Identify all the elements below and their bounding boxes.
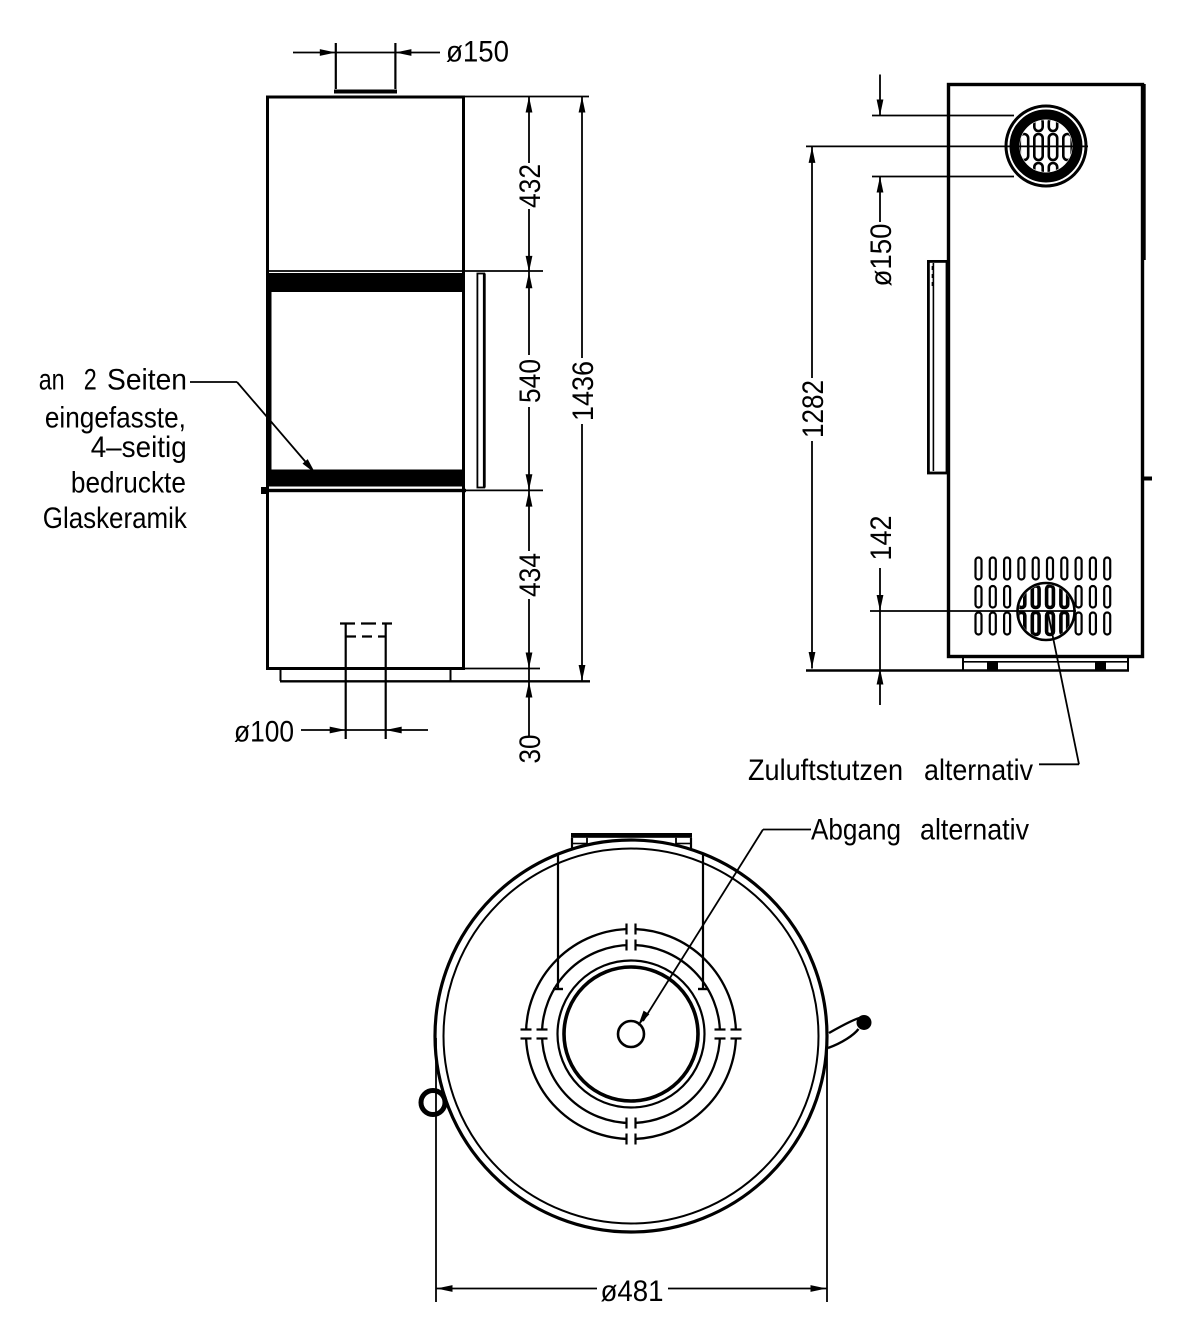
svg-text:Glaskeramik: Glaskeramik xyxy=(43,502,187,535)
svg-text:ø100: ø100 xyxy=(234,716,294,749)
svg-text:Seiten: Seiten xyxy=(107,363,187,396)
svg-text:ø481: ø481 xyxy=(601,1275,664,1308)
svg-text:142: 142 xyxy=(865,516,898,561)
svg-text:540: 540 xyxy=(514,359,547,403)
svg-text:ø150: ø150 xyxy=(446,36,509,69)
svg-text:4–seitig: 4–seitig xyxy=(91,431,187,464)
svg-text:alternativ: alternativ xyxy=(924,754,1033,787)
svg-text:Zuluftstutzen: Zuluftstutzen xyxy=(748,754,903,787)
svg-text:2: 2 xyxy=(84,363,97,396)
svg-text:Abgang: Abgang xyxy=(811,814,901,847)
svg-text:alternativ: alternativ xyxy=(920,814,1029,847)
svg-text:an: an xyxy=(39,363,65,396)
svg-text:434: 434 xyxy=(514,553,547,597)
svg-text:ø150: ø150 xyxy=(865,224,898,287)
svg-text:eingefasste,: eingefasste, xyxy=(45,401,186,434)
svg-text:bedruckte: bedruckte xyxy=(71,466,186,499)
svg-text:432: 432 xyxy=(514,164,547,208)
svg-text:1436: 1436 xyxy=(567,361,600,421)
svg-text:30: 30 xyxy=(514,735,547,764)
svg-text:1282: 1282 xyxy=(797,380,830,438)
